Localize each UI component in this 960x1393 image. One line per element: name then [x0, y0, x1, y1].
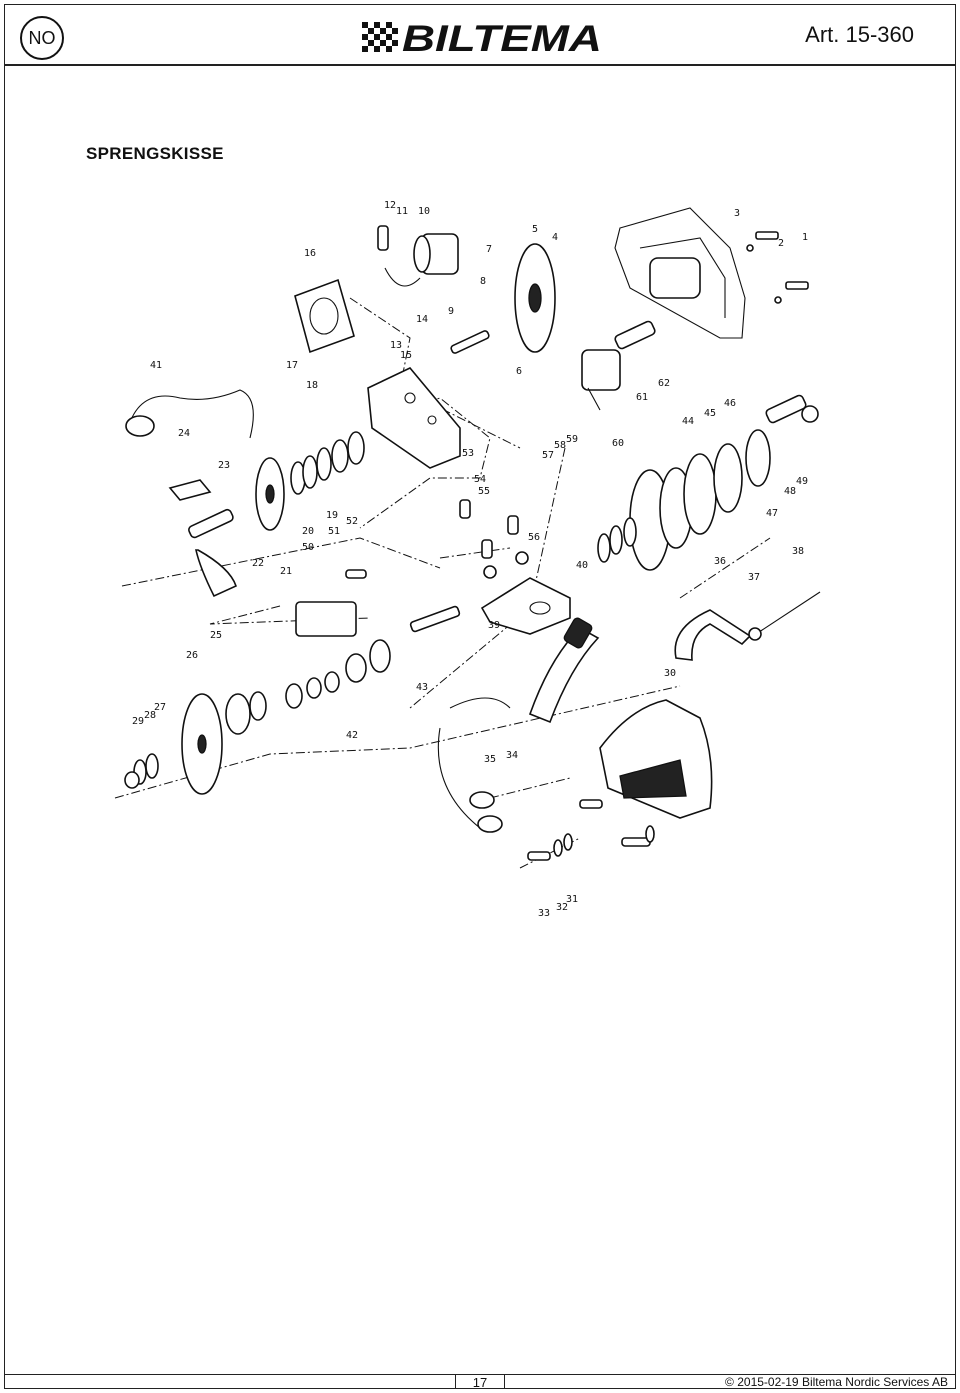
- part-label-26: 26: [186, 650, 198, 661]
- part-label-8: 8: [480, 276, 486, 287]
- part-label-51: 51: [328, 526, 340, 537]
- part-label-61: 61: [636, 392, 648, 403]
- part-label-29: 29: [132, 716, 144, 727]
- part-label-46: 46: [724, 398, 736, 409]
- part-label-60: 60: [612, 438, 624, 449]
- part-label-48: 48: [784, 486, 796, 497]
- article-number: Art. 15-360: [805, 22, 914, 47]
- part-label-28: 28: [144, 710, 156, 721]
- part-label-47: 47: [766, 508, 778, 519]
- part-label-2: 2: [778, 238, 784, 249]
- part-label-24: 24: [178, 428, 190, 439]
- part-label-62: 62: [658, 378, 670, 389]
- part-label-7: 7: [486, 244, 492, 255]
- part-label-5: 5: [532, 224, 538, 235]
- part-label-23: 23: [218, 460, 230, 471]
- part-label-49: 49: [796, 476, 808, 487]
- copyright-notice: © 2015-02-19 Biltema Nordic Services AB: [725, 1375, 948, 1389]
- part-label-30: 30: [664, 668, 676, 679]
- part-label-37: 37: [748, 572, 760, 583]
- part-label-13: 13: [390, 340, 402, 351]
- part-label-3: 3: [734, 208, 740, 219]
- part-label-43: 43: [416, 682, 428, 693]
- part-label-19: 19: [326, 510, 338, 521]
- part-label-31: 31: [566, 894, 578, 905]
- part-label-34: 34: [506, 750, 518, 761]
- part-label-36: 36: [714, 556, 726, 567]
- brand-wordmark: BILTEMA: [402, 18, 602, 54]
- part-label-33: 33: [538, 908, 550, 919]
- part-label-21: 21: [280, 566, 292, 577]
- exploded-view-diagram: 1 2 3 4 5 6 7 8 9 10 11 12 13 14 15 16 1…: [114, 200, 821, 919]
- part-label-25: 25: [210, 630, 222, 641]
- part-label-58: 58: [554, 440, 566, 451]
- part-label-6: 6: [516, 366, 522, 377]
- part-label-39: 39: [488, 620, 500, 631]
- part-label-56: 56: [528, 532, 540, 543]
- part-label-22: 22: [252, 558, 264, 569]
- part-label-40: 40: [576, 560, 588, 571]
- part-label-55: 55: [478, 486, 490, 497]
- part-label-11: 11: [396, 206, 408, 217]
- part-label-16: 16: [304, 248, 316, 259]
- part-label-41: 41: [150, 360, 162, 371]
- part-label-44: 44: [682, 416, 694, 427]
- part-label-50: 50: [302, 542, 314, 553]
- page-number: 17: [455, 1374, 505, 1390]
- part-label-45: 45: [704, 408, 716, 419]
- biltema-logo: BILTEMA: [362, 18, 602, 54]
- part-label-38: 38: [792, 546, 804, 557]
- page-frame: [4, 4, 956, 1389]
- part-label-4: 4: [552, 232, 558, 243]
- part-label-10: 10: [418, 206, 430, 217]
- language-badge: NO: [20, 16, 64, 60]
- part-label-57: 57: [542, 450, 554, 461]
- part-label-53: 53: [462, 448, 474, 459]
- footer-rule: [4, 1374, 956, 1375]
- part-label-52: 52: [346, 516, 358, 527]
- part-label-59: 59: [566, 434, 578, 445]
- part-label-1: 1: [802, 232, 808, 243]
- part-label-42: 42: [346, 730, 358, 741]
- page-header: NO BILTEMA Art. 15-360: [4, 4, 956, 66]
- part-label-35: 35: [484, 754, 496, 765]
- part-label-32: 32: [556, 902, 568, 913]
- part-label-18: 18: [306, 380, 318, 391]
- part-label-15: 15: [400, 350, 412, 361]
- part-label-14: 14: [416, 314, 428, 325]
- section-title: SPRENGSKISSE: [86, 144, 224, 163]
- part-label-54: 54: [474, 474, 486, 485]
- part-label-9: 9: [448, 306, 454, 317]
- part-label-20: 20: [302, 526, 314, 537]
- part-label-12: 12: [384, 200, 396, 211]
- part-label-17: 17: [286, 360, 298, 371]
- part-label-27: 27: [154, 702, 166, 713]
